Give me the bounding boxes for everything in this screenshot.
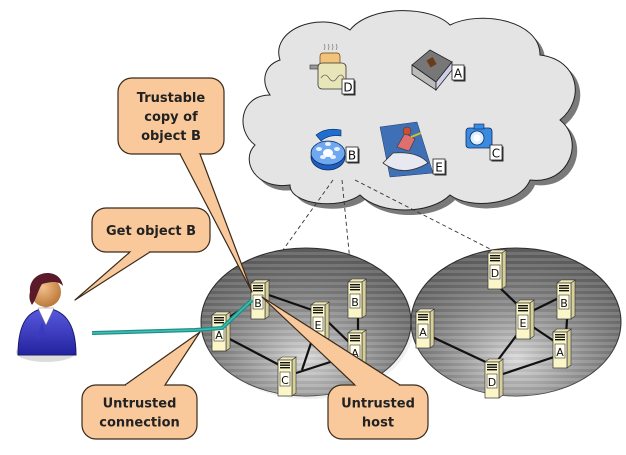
callout-text: object B [141,129,201,144]
server: E [515,299,535,340]
object-label-tag: E [432,158,447,176]
server-label: C [281,374,289,387]
object-label: A [454,67,463,81]
callout-untrusted-host: Untrusted host [261,296,429,440]
server: A [211,311,231,352]
object-label: C [492,147,500,161]
server: A [415,308,435,349]
callout-untrusted-connection: Untrusted connection [81,331,201,440]
server: A [347,329,367,370]
server-label: B [254,297,262,310]
server-label: A [215,329,223,342]
object-label: D [343,81,352,95]
callout-text: copy of [144,110,198,125]
server-label: E [520,317,527,330]
server: B [347,278,367,319]
object-label-tag: C [489,144,504,162]
server-label: D [488,376,496,389]
server-label: B [560,297,568,310]
camera-icon [465,123,493,149]
object-label-tag: A [451,64,466,82]
callout-text: connection [99,416,180,431]
server-label: D [491,267,499,280]
server-label: B [351,296,359,309]
server-label: E [315,319,322,332]
object-label-tag: D [341,78,356,96]
callout-text: Get object B [106,224,196,239]
callout-text: Trustable [137,91,206,106]
callout-text: host [362,416,394,431]
server-label: A [556,346,564,359]
object-label-tag: B [345,146,360,164]
server: C [277,356,297,397]
server-label: A [419,326,427,339]
film-reel-icon [310,128,346,171]
toaster-icon [309,43,347,90]
server: A [552,328,572,369]
object-label: E [435,161,443,175]
callout-trustable-copy: Trustable copy of object B [117,77,253,293]
object-cloud [242,10,581,215]
server: B [250,279,270,320]
callout-text: Untrusted [341,397,415,412]
object-label: B [348,149,356,163]
server: B [556,279,576,320]
callout-get-object: Get object B [74,207,211,301]
jet-ski-icon [379,121,434,178]
server-label: A [351,347,359,360]
user-icon [16,273,77,362]
callout-text: Untrusted [103,397,177,412]
book-icon [411,49,453,92]
server: D [484,358,504,399]
server: D [487,249,507,290]
